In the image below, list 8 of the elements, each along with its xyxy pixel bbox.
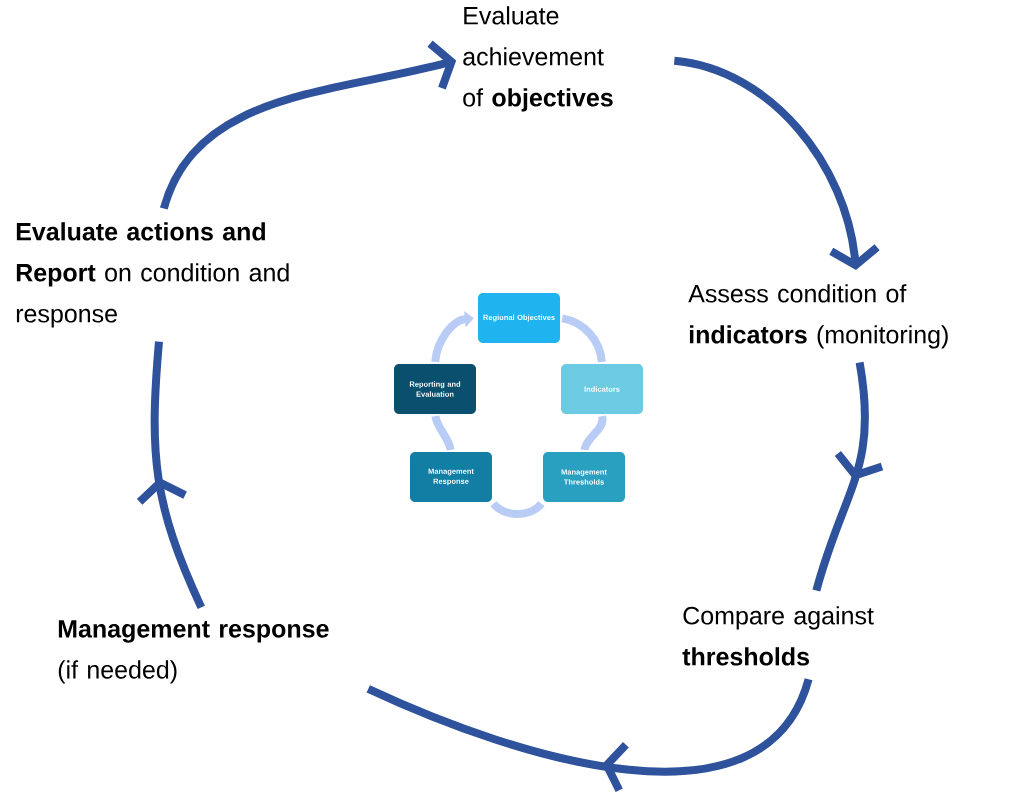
- step-text: Evaluate actions and Report on condition and response: [16, 222, 289, 328]
- ring-arrow: [431, 310, 474, 363]
- cycle-arrow: [160, 40, 457, 210]
- cycle-arrow: [673, 56, 880, 271]
- step-text: Evaluate achievement of objectives: [463, 6, 613, 112]
- step-text: Management response (if needed): [58, 620, 329, 684]
- step-text: Compare against thresholds: [682, 606, 874, 666]
- step-text: Assess condition of indicators (monitoring): [688, 284, 948, 349]
